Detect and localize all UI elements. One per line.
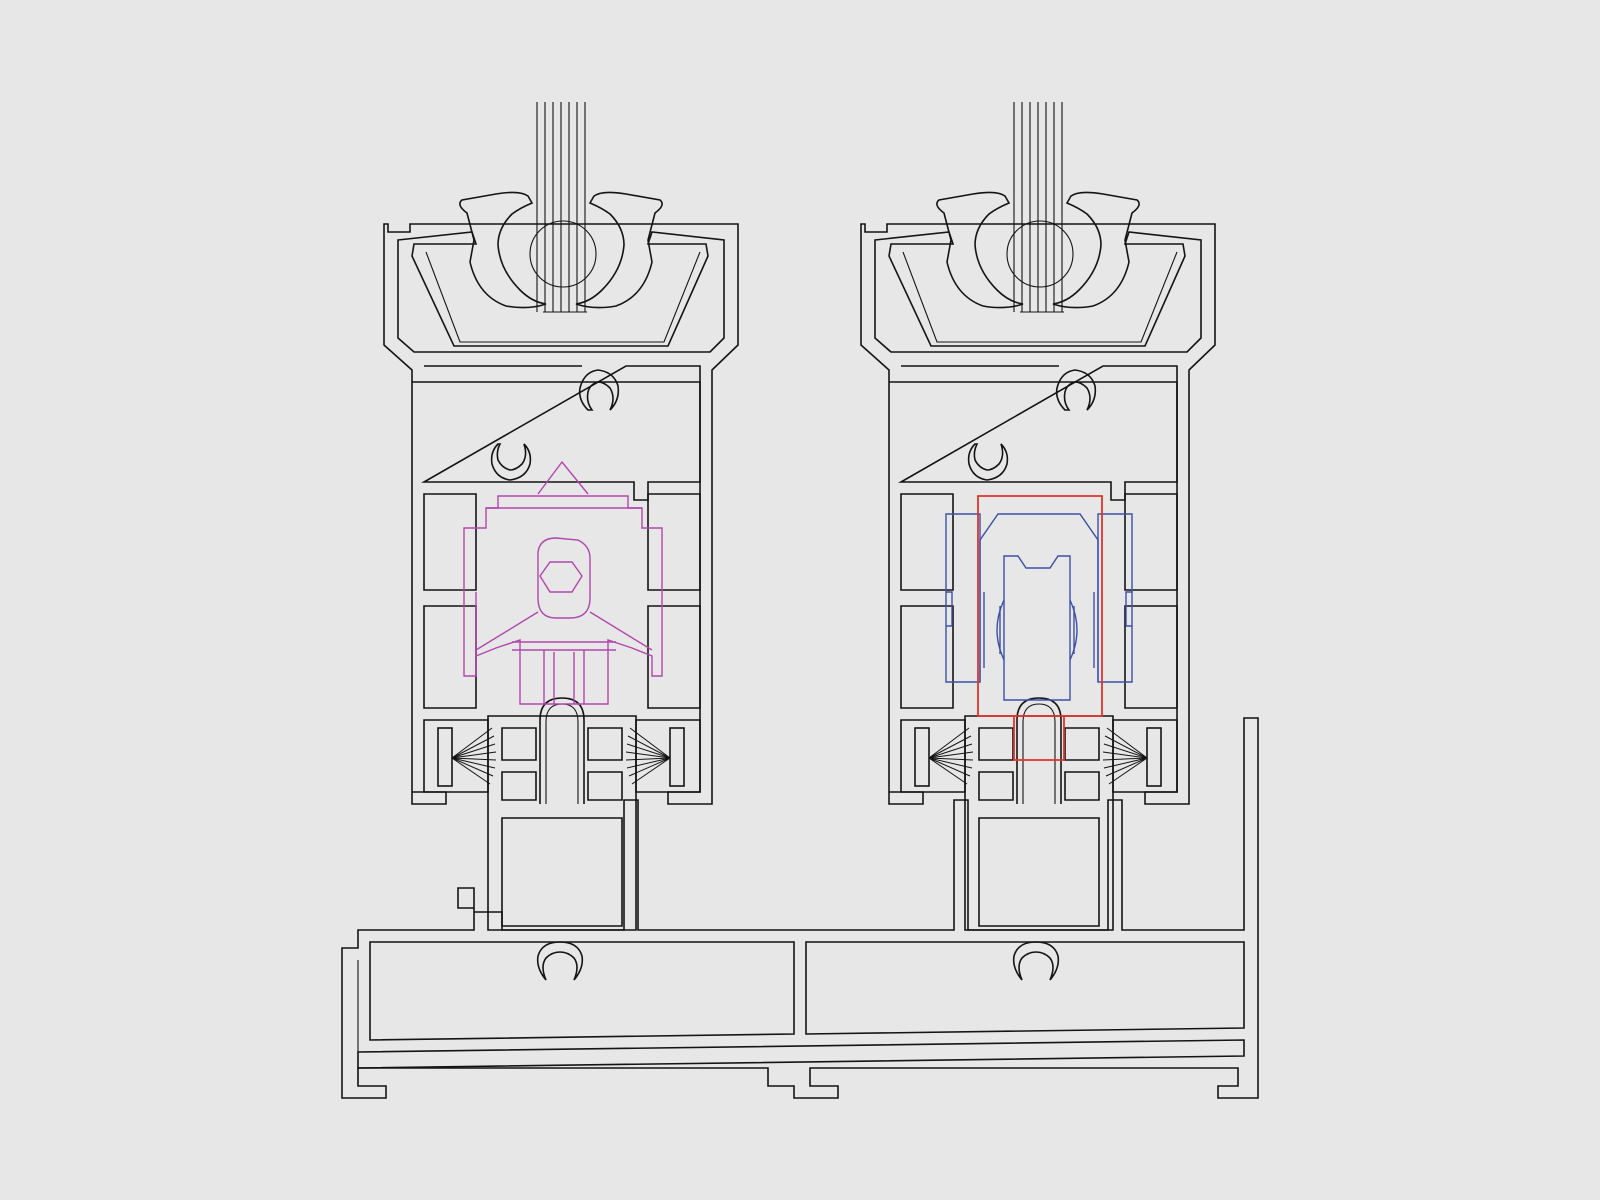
left-roller-carriage [463, 460, 663, 705]
sill-frame-profile [341, 717, 1259, 1099]
left-track-rail [487, 697, 637, 931]
right-roller-body [945, 513, 1133, 701]
right-track-rail [964, 697, 1114, 931]
right-roller-wheel-frame [977, 495, 1103, 761]
